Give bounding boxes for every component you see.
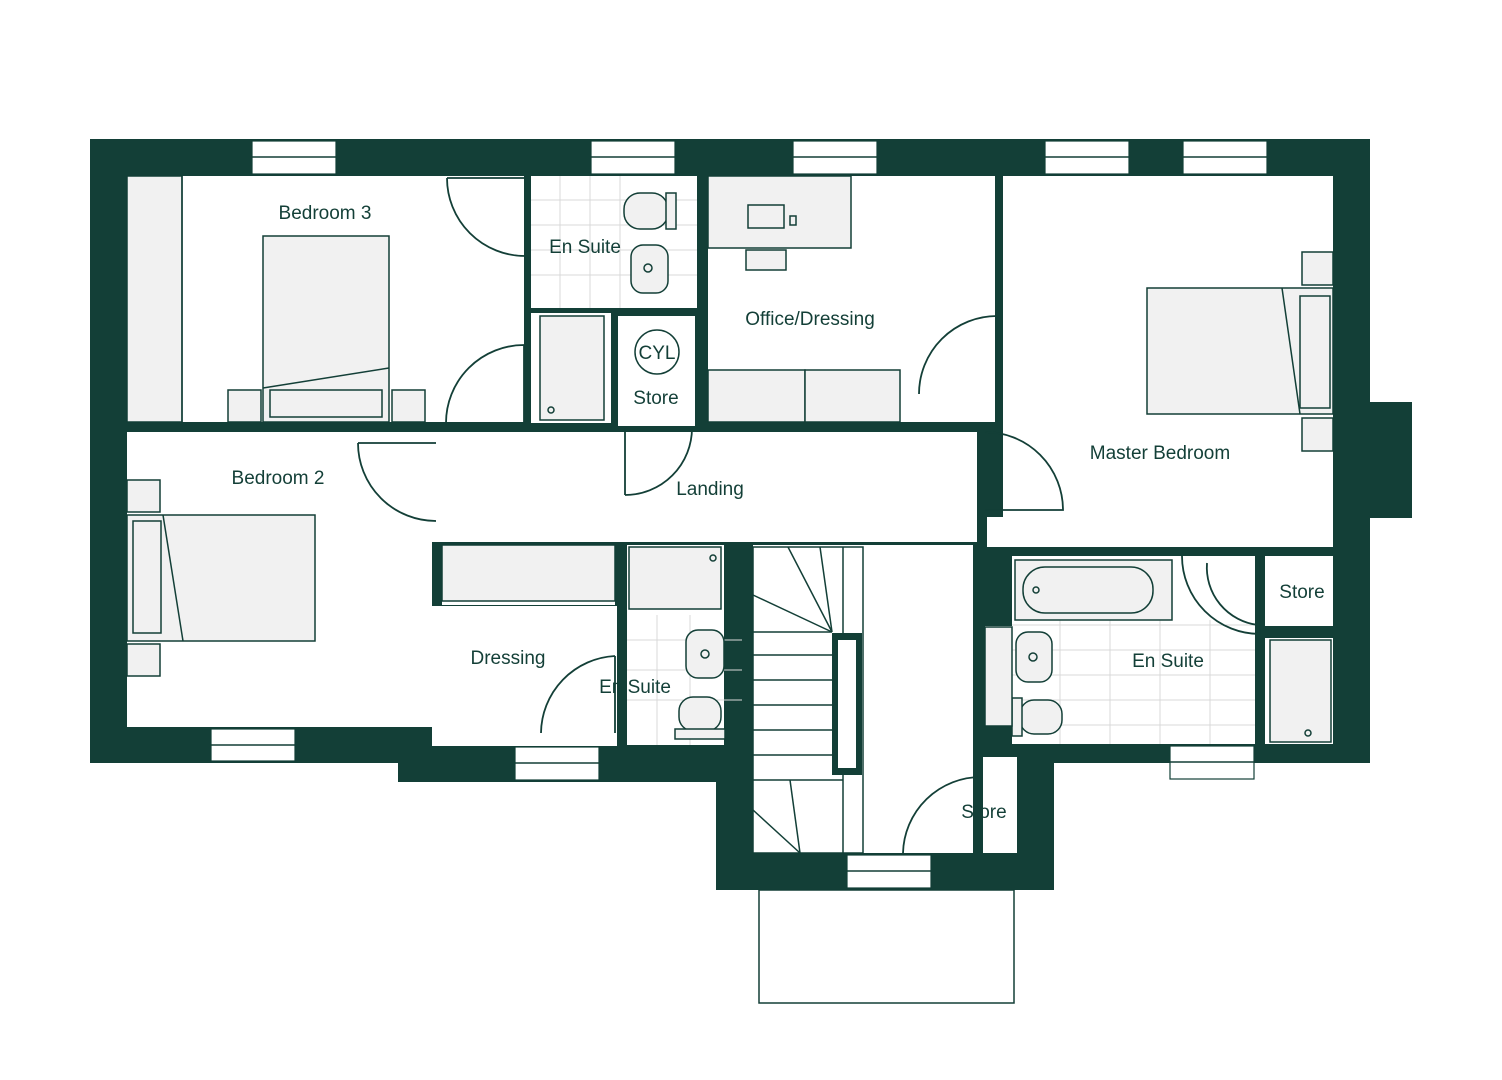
bedside-table: [227, 389, 262, 423]
wardrobe: [804, 369, 901, 423]
monitor: [747, 204, 785, 229]
bedroom3-furniture: [126, 175, 426, 423]
pillow: [132, 520, 162, 634]
doors: [357, 177, 1261, 854]
bedside-table: [391, 389, 426, 423]
vanity: [984, 626, 1013, 727]
staircase: [752, 546, 864, 854]
label-office-dressing: Office/Dressing: [745, 309, 875, 330]
sink: [630, 244, 669, 294]
porch: [758, 889, 1015, 1004]
toilet: [678, 696, 722, 732]
bedside-table: [126, 643, 161, 677]
shower-tray: [539, 315, 605, 421]
toilet: [1019, 699, 1063, 735]
label-ensuite-top: En Suite: [549, 237, 621, 258]
windows: [210, 140, 1268, 889]
label-store-bottom: Store: [961, 802, 1006, 823]
label-ensuite-master: En Suite: [1132, 651, 1204, 672]
cylinder-store: CYL: [634, 329, 680, 375]
shower-tray: [1269, 639, 1332, 743]
office-furniture: [707, 175, 901, 423]
label-bedroom-3: Bedroom 3: [279, 203, 372, 224]
label-ensuite-mid: En Suite: [599, 677, 671, 698]
cylinder-label: CYL: [639, 343, 676, 364]
sink: [685, 629, 725, 679]
ensuite-master-fixtures: [984, 559, 1332, 744]
label-master-bedroom: Master Bedroom: [1090, 443, 1230, 464]
label-landing: Landing: [676, 479, 744, 500]
bedside-table: [126, 479, 161, 513]
label-store-master: Store: [1279, 582, 1324, 603]
master-furniture: [1146, 251, 1334, 452]
room-labels: Bedroom 3 En Suite Office/Dressing Store…: [232, 203, 1325, 823]
label-dressing: Dressing: [471, 648, 546, 669]
ensuite-top-fixtures: [531, 176, 697, 421]
cylinder: [634, 329, 680, 375]
pillow: [269, 389, 383, 418]
ensuite-mid-fixtures: [627, 546, 742, 745]
bedside-table: [1301, 417, 1334, 452]
bedside-table: [1301, 251, 1334, 286]
wardrobe: [126, 175, 183, 423]
wardrobe: [707, 369, 806, 423]
chair: [745, 249, 787, 271]
wardrobe: [441, 544, 616, 602]
pillow: [1299, 295, 1331, 409]
label-store-cyl: Store: [633, 388, 678, 409]
sink: [1015, 631, 1053, 683]
shower-tray: [628, 546, 722, 610]
label-bedroom-2: Bedroom 2: [232, 468, 325, 489]
bedroom2-furniture: [126, 479, 616, 677]
toilet: [623, 192, 669, 230]
